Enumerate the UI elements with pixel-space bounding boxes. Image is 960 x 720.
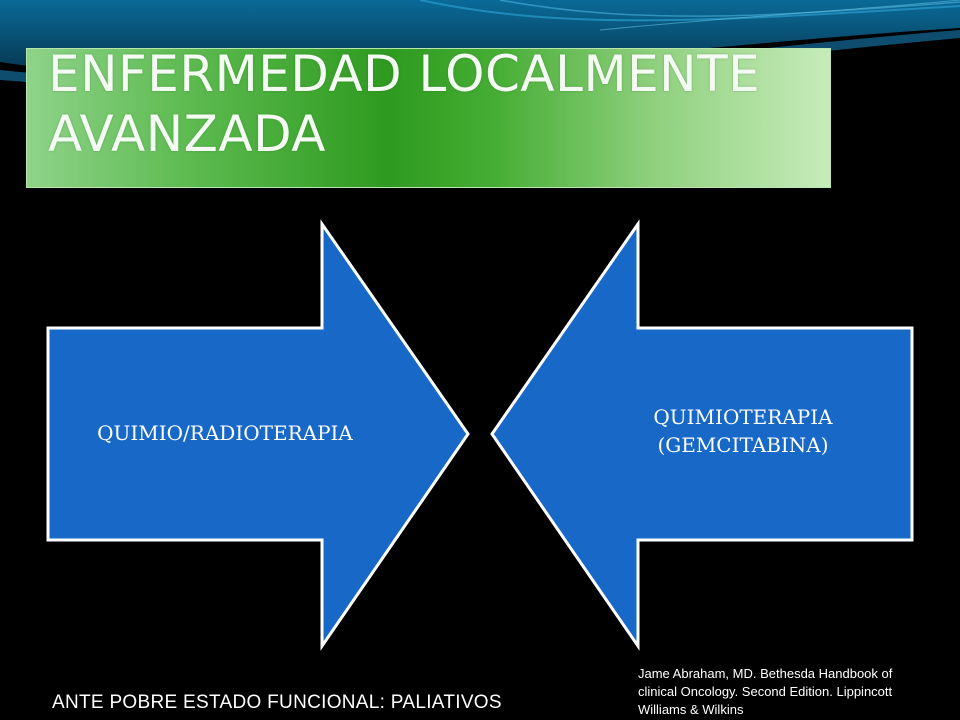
left-pointing-arrow	[490, 219, 914, 651]
citation-line-1: Jame Abraham, MD. Bethesda Handbook of	[638, 666, 893, 681]
slide-title: ENFERMEDAD LOCALMENTE AVANZADA	[48, 44, 828, 164]
citation-line-3: Williams & Wilkins	[638, 702, 744, 717]
right-pointing-arrow	[46, 219, 470, 651]
slide-title-line-2: AVANZADA	[48, 105, 326, 163]
footer-note: ANTE POBRE ESTADO FUNCIONAL: PALIATIVOS	[52, 692, 502, 713]
citation: Jame Abraham, MD. Bethesda Handbook of c…	[638, 665, 958, 719]
citation-line-2: clinical Oncology. Second Edition. Lippi…	[638, 684, 893, 699]
right-arrow-label-line-2: (GEMCITABINA)	[657, 433, 829, 457]
slide-title-line-1: ENFERMEDAD LOCALMENTE	[48, 45, 761, 103]
title-background	[26, 48, 831, 188]
right-arrow-label-line-1: QUIMIOTERAPIA	[653, 405, 833, 429]
right-arrow-label: QUIMIOTERAPIA (GEMCITABINA)	[608, 403, 878, 459]
left-arrow-label: QUIMIO/RADIOTERAPIA	[97, 421, 353, 445]
